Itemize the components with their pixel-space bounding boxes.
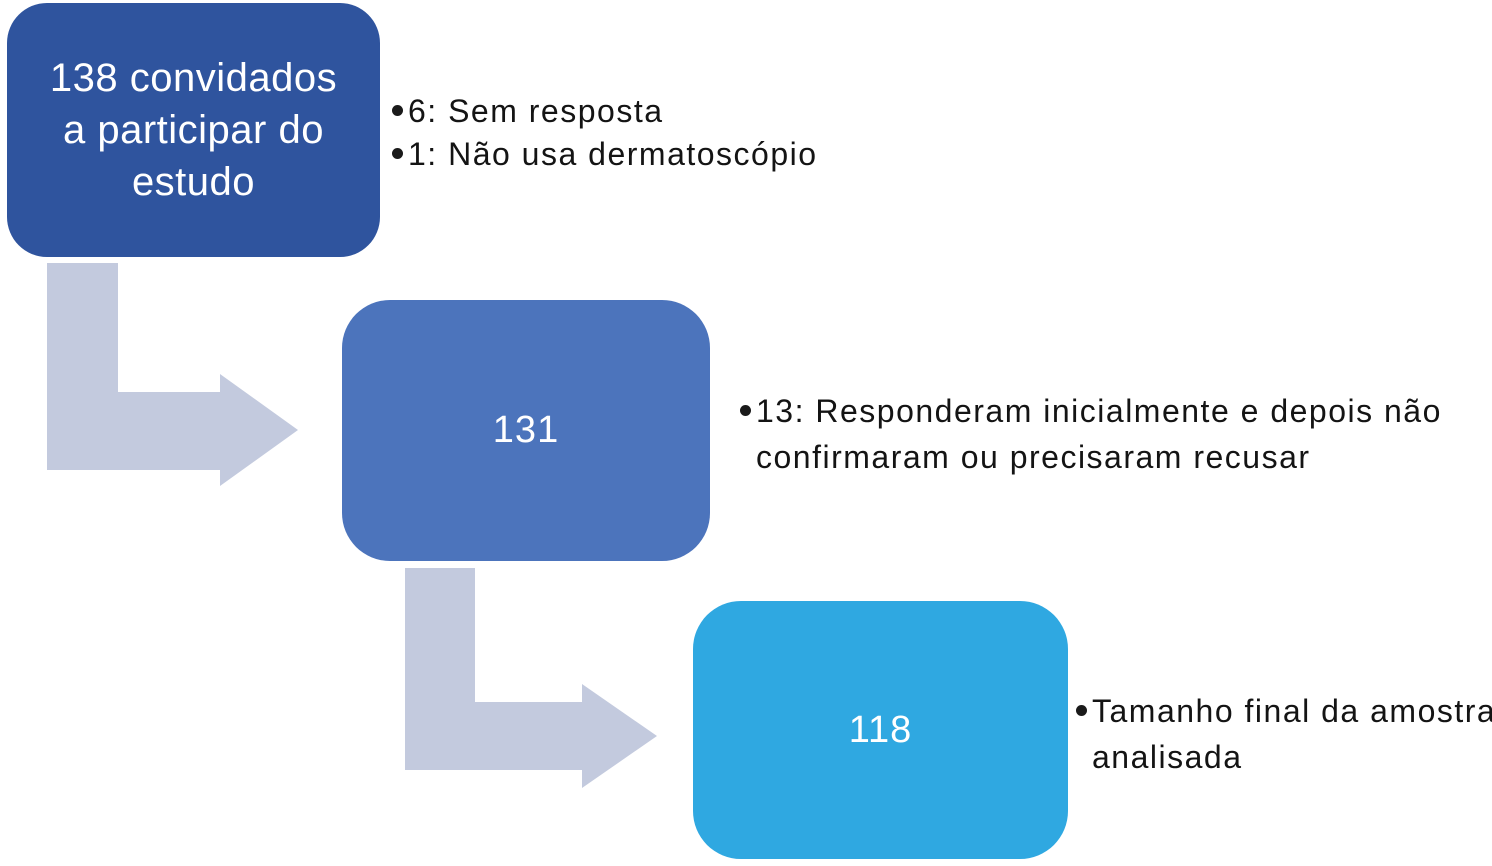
bullet-icon	[392, 105, 403, 116]
note-text: 13: Responderam inicialmente e depois nã…	[756, 393, 1442, 475]
note-item: 1: Não usa dermatoscópio	[392, 133, 1092, 176]
note-text: 6: Sem resposta	[408, 93, 664, 129]
note-item: 13: Responderam inicialmente e depois nã…	[740, 388, 1492, 480]
step2-notes: 13: Responderam inicialmente e depois nã…	[740, 388, 1492, 480]
note-text: 1: Não usa dermatoscópio	[408, 136, 818, 172]
step2-label: 131	[492, 409, 560, 451]
bullet-icon	[740, 405, 751, 416]
step1-notes: 6: Sem resposta 1: Não usa dermatoscópio	[392, 90, 1092, 176]
elbow-arrow-step2-to-step3-icon	[405, 568, 657, 788]
step1-box: 138 convidados a participar do estudo	[7, 3, 380, 257]
note-item: Tamanho final da amostra analisada	[1076, 688, 1492, 780]
step2-box: 131	[342, 300, 710, 561]
step3-label: 118	[848, 708, 913, 751]
note-item: 6: Sem resposta	[392, 90, 1092, 133]
note-text: Tamanho final da amostra analisada	[1092, 693, 1492, 775]
bullet-icon	[1076, 705, 1087, 716]
elbow-arrow-step1-to-step2-icon	[47, 263, 298, 486]
step3-notes: Tamanho final da amostra analisada	[1076, 688, 1492, 780]
step1-label: 138 convidados a participar do estudo	[49, 56, 338, 204]
step3-box: 118	[693, 601, 1068, 859]
bullet-icon	[392, 148, 403, 159]
